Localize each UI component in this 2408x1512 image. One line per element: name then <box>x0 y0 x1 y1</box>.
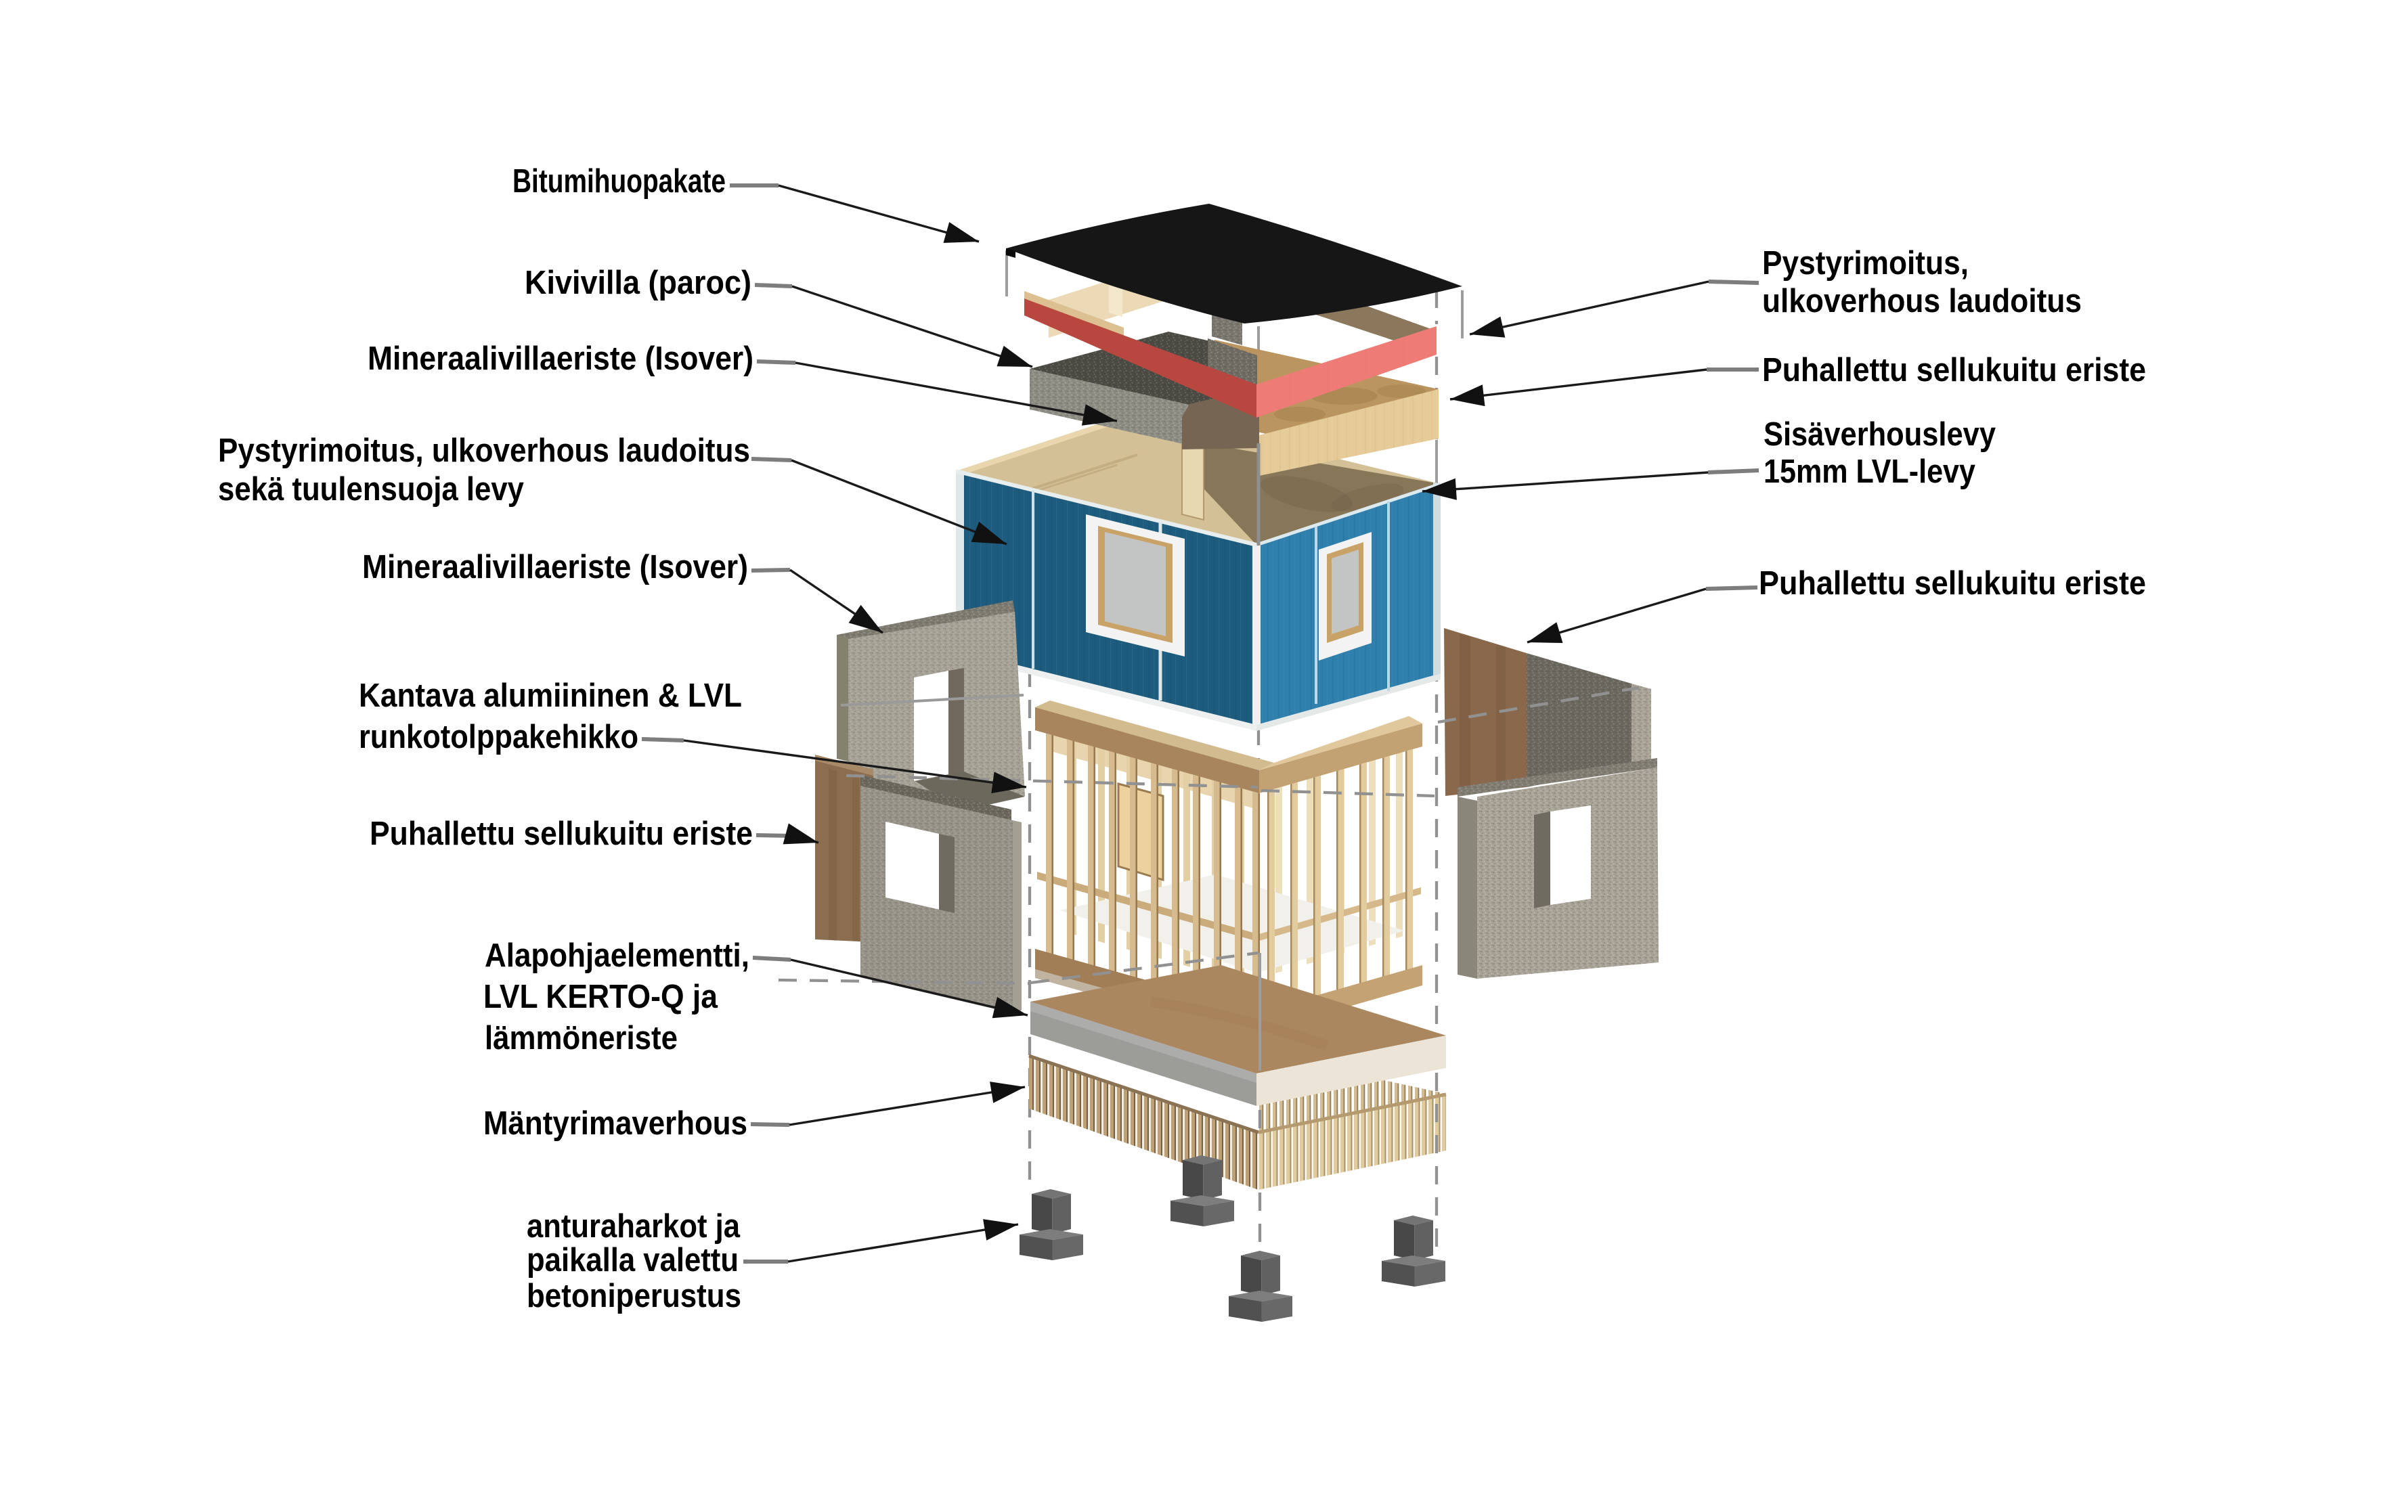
svg-text:Kivivilla (paroc): Kivivilla (paroc) <box>525 264 751 301</box>
svg-text:Mineraalivillaeriste (Isover): Mineraalivillaeriste (Isover) <box>362 548 748 585</box>
svg-text:Puhallettu sellukuitu eriste: Puhallettu sellukuitu eriste <box>370 815 753 852</box>
svg-text:Pystyrimoitus, ulkoverhous lau: Pystyrimoitus, ulkoverhous laudoitus <box>218 432 750 469</box>
svg-text:anturaharkot ja: anturaharkot ja <box>527 1207 740 1245</box>
svg-text:runkotolppakehikko: runkotolppakehikko <box>359 718 638 755</box>
svg-text:15mm LVL-levy: 15mm LVL-levy <box>1764 453 1975 490</box>
svg-text:Kantava alumiininen & LVL: Kantava alumiininen & LVL <box>359 677 742 714</box>
svg-text:LVL KERTO-Q ja: LVL KERTO-Q ja <box>483 978 718 1015</box>
svg-text:Mäntyrimaverhous: Mäntyrimaverhous <box>483 1105 747 1142</box>
svg-text:Puhallettu sellukuitu eriste: Puhallettu sellukuitu eriste <box>1759 564 2146 602</box>
svg-text:Mineraalivillaeriste (Isover): Mineraalivillaeriste (Isover) <box>368 340 753 377</box>
svg-text:Puhallettu sellukuitu eriste: Puhallettu sellukuitu eriste <box>1762 351 2146 388</box>
svg-text:Sisäverhouslevy: Sisäverhouslevy <box>1764 416 1996 453</box>
svg-text:sekä tuulensuoja levy: sekä tuulensuoja levy <box>218 470 524 508</box>
svg-text:lämmöneriste: lämmöneriste <box>485 1019 678 1057</box>
svg-text:ulkoverhous laudoitus: ulkoverhous laudoitus <box>1762 282 2082 319</box>
svg-text:Pystyrimoitus,: Pystyrimoitus, <box>1762 244 1969 282</box>
svg-text:Bitumihuopakate: Bitumihuopakate <box>512 162 726 200</box>
svg-text:paikalla valettu: paikalla valettu <box>527 1241 739 1278</box>
svg-text:betoniperustus: betoniperustus <box>527 1277 741 1314</box>
svg-text:Alapohjaelementti,: Alapohjaelementti, <box>485 937 749 974</box>
